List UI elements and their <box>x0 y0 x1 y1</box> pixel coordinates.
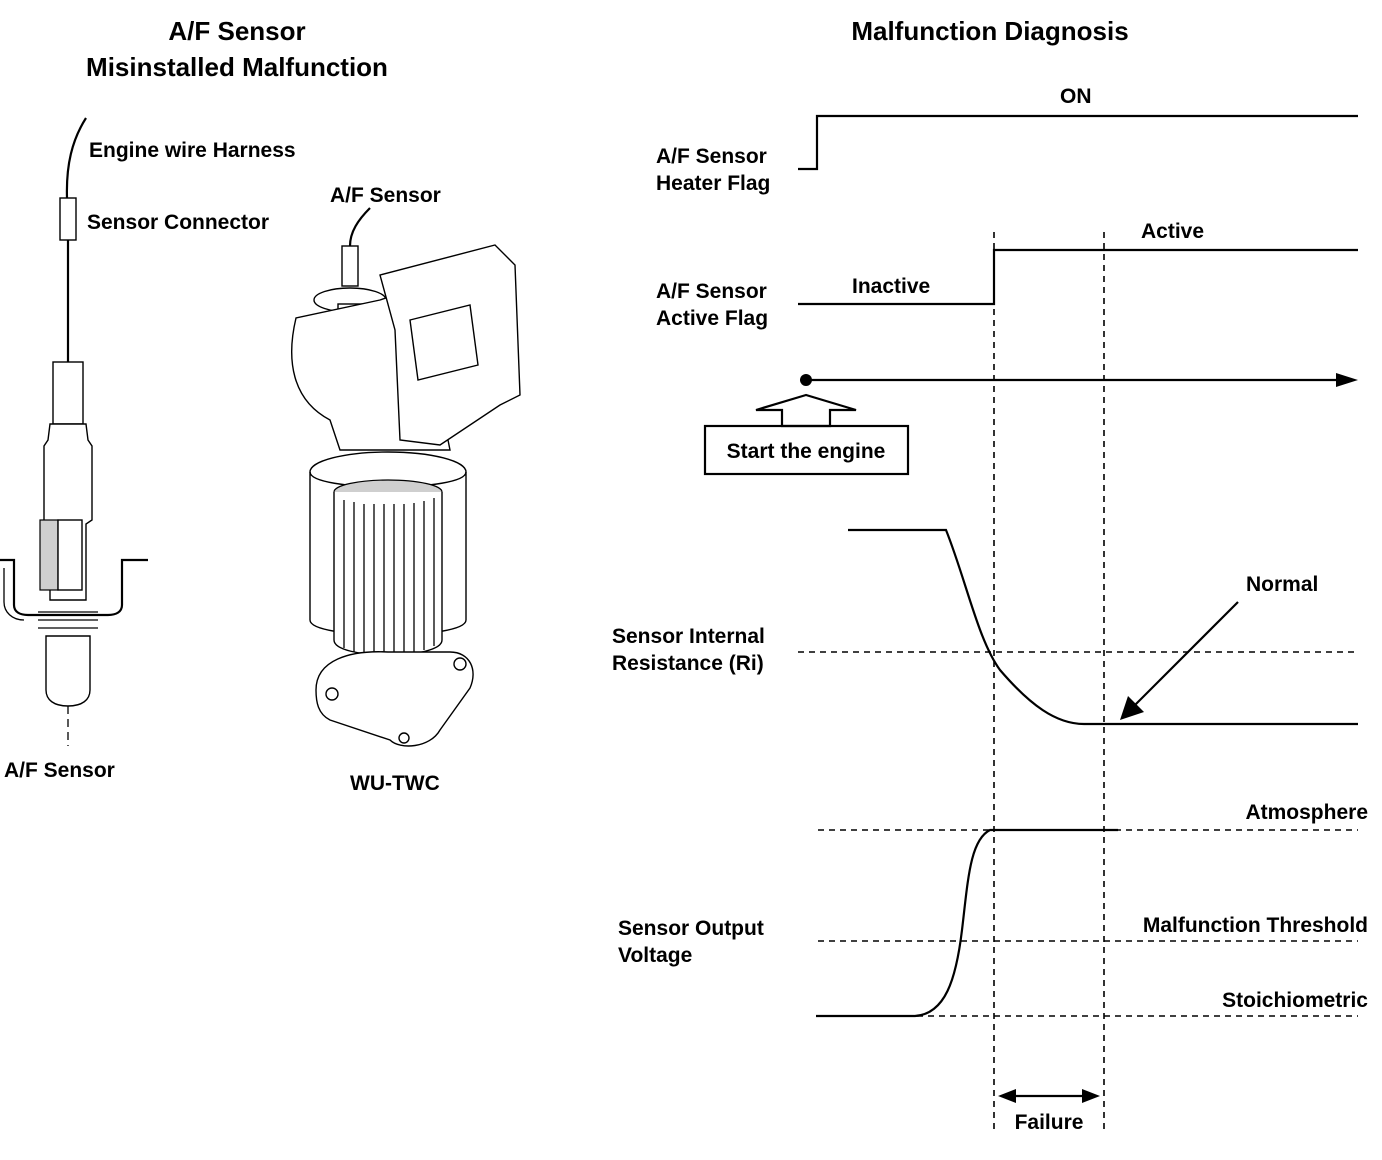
active-flag-label-line2: Active Flag <box>656 307 768 330</box>
normal-pointer <box>1133 601 1239 707</box>
left-title-line1: A/F Sensor <box>168 16 305 46</box>
ri-curve <box>848 528 1358 726</box>
manifold-flange-port <box>409 304 479 381</box>
label-engine-wire-harness: Engine wire Harness <box>89 139 296 162</box>
active-flag-label-line1: A/F Sensor <box>656 280 767 303</box>
failure-span-left-arrowhead <box>998 1089 1016 1103</box>
start-callout-pointer <box>755 393 857 428</box>
inactive-label: Inactive <box>852 275 930 298</box>
voltage-curve <box>816 828 1118 1018</box>
twc-sensor-body <box>341 245 359 287</box>
normal-label: Normal <box>1246 573 1318 596</box>
label-wu-twc: WU-TWC <box>350 772 440 795</box>
ri-label-line2: Resistance (Ri) <box>612 652 764 675</box>
twc-sensor-wire <box>348 207 371 247</box>
sensor-thread <box>38 611 98 629</box>
sensor-tip <box>45 635 91 707</box>
af-sensor-assembly-illustration <box>0 117 148 746</box>
threshold-label: Malfunction Threshold <box>1143 914 1368 937</box>
active-label: Active <box>1141 220 1204 243</box>
sensor-inner-section <box>57 519 83 591</box>
label-af-sensor-top: A/F Sensor <box>330 184 441 207</box>
voltage-label-line2: Voltage <box>618 944 692 967</box>
sensor-grommet <box>52 361 84 425</box>
heater-flag-label-line2: Heater Flag <box>656 172 770 195</box>
label-af-sensor-bottom: A/F Sensor <box>4 759 115 782</box>
catalyst-substrate <box>333 492 443 656</box>
failure-label: Failure <box>1015 1111 1084 1134</box>
failure-span-right-arrowhead <box>1082 1089 1100 1103</box>
label-sensor-connector: Sensor Connector <box>87 211 269 234</box>
flange-bolt-hole-3 <box>398 732 410 744</box>
boss-edge <box>3 568 25 621</box>
outlet-flange <box>315 651 474 747</box>
start-engine-label: Start the engine <box>727 440 886 463</box>
heater-flag-on-label: ON <box>1060 85 1092 108</box>
normal-pointer-arrowhead <box>1120 696 1144 720</box>
atmosphere-label: Atmosphere <box>1245 801 1368 824</box>
heater-flag-label-line1: A/F Sensor <box>656 145 767 168</box>
right-title: Malfunction Diagnosis <box>851 16 1128 46</box>
sensor-connector-icon <box>59 197 77 241</box>
sensor-hex-section <box>39 519 59 591</box>
start-engine-box <box>703 424 910 476</box>
heater-flag-signal <box>798 114 1358 171</box>
flange-bolt-hole-2 <box>453 657 467 671</box>
time-axis-arrowhead <box>1336 373 1358 387</box>
engine-wire-harness <box>65 117 87 199</box>
voltage-label-line1: Sensor Output <box>618 917 764 940</box>
mounting-boss <box>0 558 148 617</box>
flange-bolt-hole-1 <box>325 687 339 701</box>
catalyst-cells <box>343 498 435 655</box>
stoichiometric-label: Stoichiometric <box>1222 989 1368 1012</box>
left-title-line2: Misinstalled Malfunction <box>86 52 388 82</box>
wu-twc-illustration <box>291 207 521 747</box>
ri-label-line1: Sensor Internal <box>612 625 765 648</box>
